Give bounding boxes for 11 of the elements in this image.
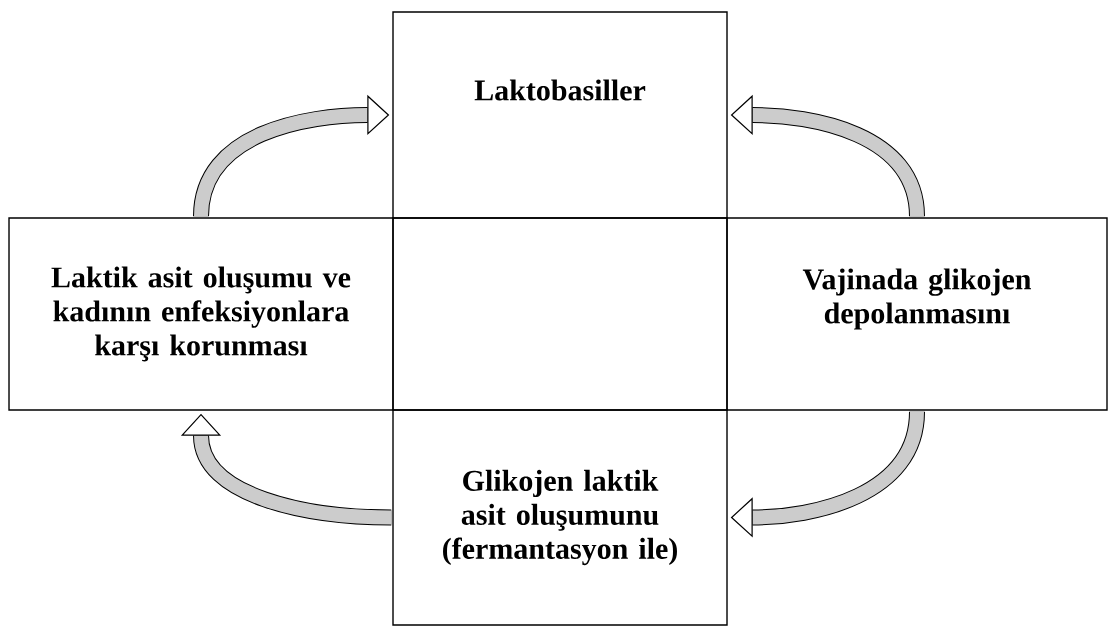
empty-box <box>392 217 728 411</box>
process-box <box>392 409 728 626</box>
curved-arrow <box>180 413 392 526</box>
process-box <box>8 217 394 411</box>
box-text: Vajinada glikojen depolanmasını <box>802 268 1031 330</box>
process-box <box>392 11 728 219</box>
box-text: Laktik asit oluşumu ve kadının enfeksiyonlara karşı korunması <box>51 266 351 362</box>
process-box <box>726 217 1108 411</box>
box-text: Laktobasiller <box>474 79 646 101</box>
box-text: Glikojen laktik asit oluşumunu (fermantasyon ile) <box>443 469 677 566</box>
curved-arrow <box>193 94 390 218</box>
